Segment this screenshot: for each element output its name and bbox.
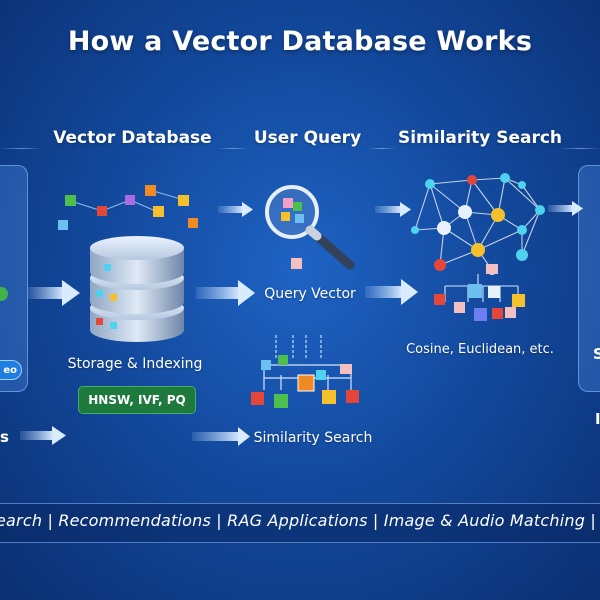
divider [368,148,396,149]
vector-square [188,218,198,228]
arrow-right-icon [196,280,255,306]
arrow-right-icon [548,201,583,216]
use-cases-text: earch | Recommendations | RAG Applicatio… [0,511,596,530]
source-panel [0,165,28,392]
arrow-right-icon [365,279,418,305]
result-tree-icon [434,264,525,321]
vector-embeddings [58,185,198,230]
result-panel [578,165,600,392]
similarity-search-caption: Similarity Search [253,430,373,446]
result-caption-2: I [595,410,600,428]
metrics-caption: Cosine, Euclidean, etc. [406,342,554,357]
vector-square [65,195,76,206]
heading-similarity-search: Similarity Search [397,128,563,148]
graph-icon [411,173,545,275]
divider [560,148,600,149]
source-caption: s [0,428,9,446]
vector-square [153,206,164,217]
page-title: How a Vector Database Works [67,26,533,57]
divider [218,148,248,149]
arrow-right-icon [218,202,253,217]
magnifier-icon [265,185,355,270]
vector-square [97,206,107,216]
database-icon [90,236,184,342]
divider [0,148,42,149]
arrow-right-icon [28,280,80,306]
source-icon [0,287,8,301]
arrow-right-icon [192,427,250,446]
query-vector-caption: Query Vector [264,286,356,302]
arrow-right-icon [375,202,411,217]
result-caption: S [593,345,600,363]
heading-vector-database: Vector Database [53,128,212,148]
use-cases-bar [0,503,600,543]
vector-square [178,195,189,206]
vector-square [58,220,68,230]
source-pill: eo [0,360,22,380]
heading-user-query: User Query [253,128,362,148]
vector-square [125,195,135,205]
arrow-right-icon [20,426,66,445]
tree-icon [251,335,359,408]
storage-caption: Storage & Indexing [67,356,203,372]
index-badge: HNSW, IVF, PQ [78,386,196,414]
vector-square [145,185,156,196]
